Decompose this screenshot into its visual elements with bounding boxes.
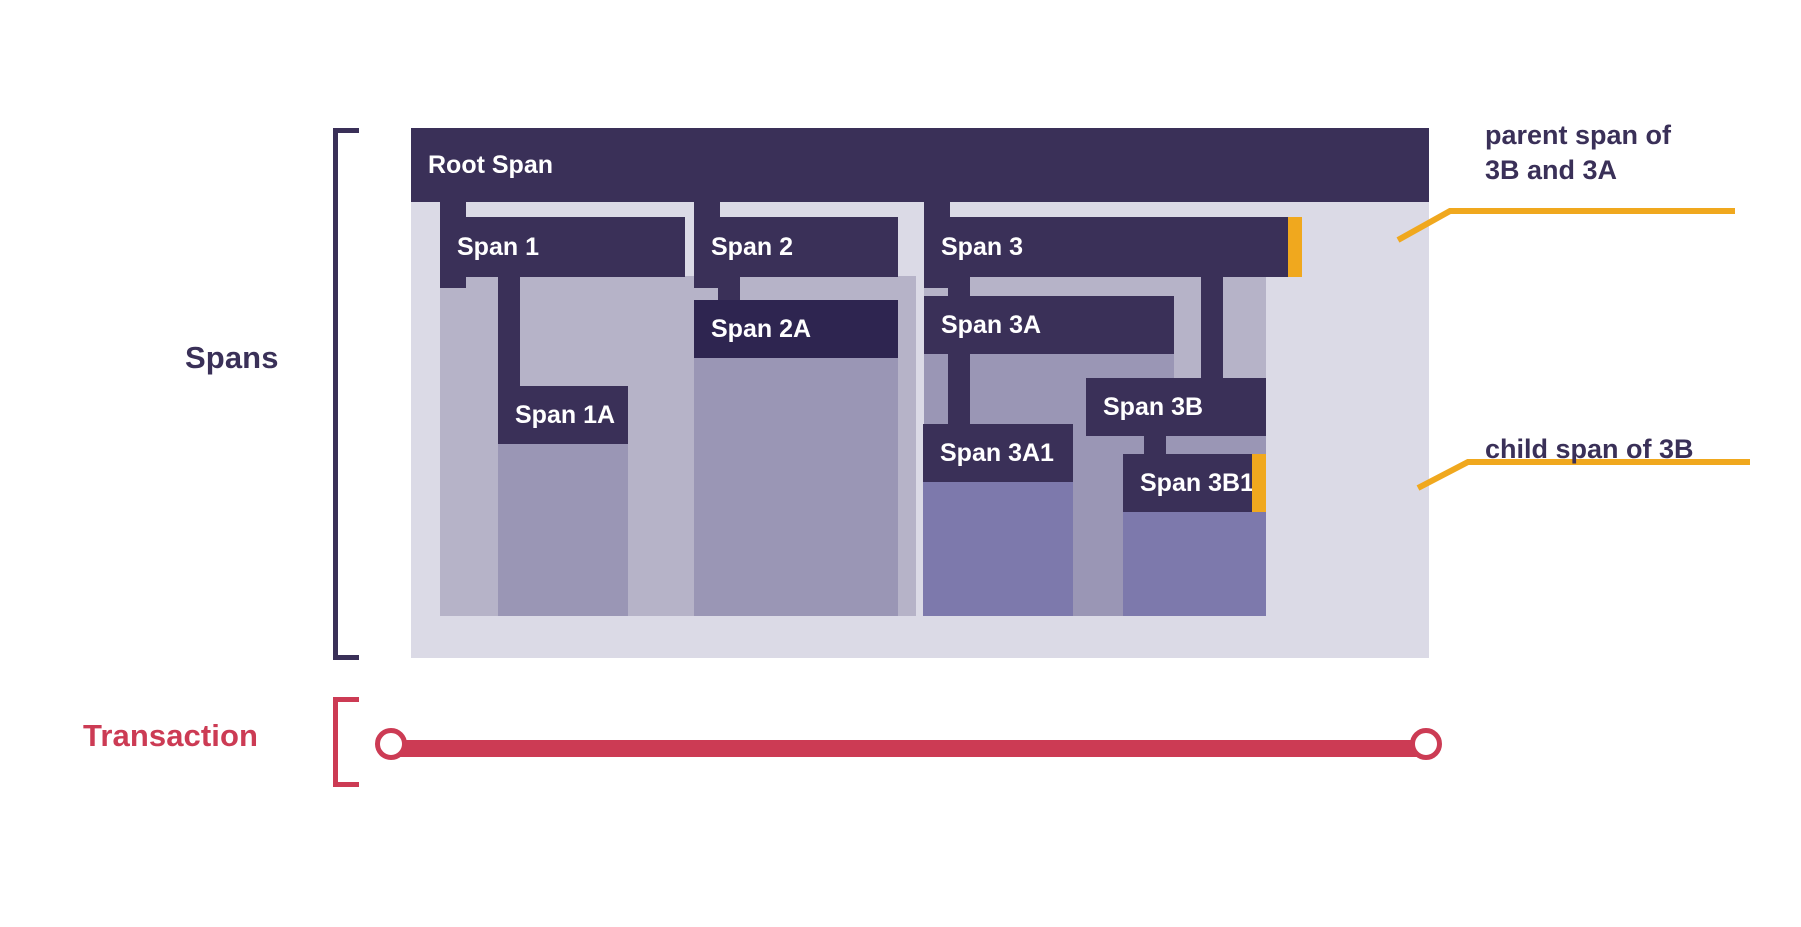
highlight-marker-parent-span — [1288, 217, 1302, 277]
bracket-spine — [333, 128, 338, 660]
highlight-marker-child-span — [1252, 454, 1266, 512]
bracket-top-arm — [333, 697, 359, 702]
span-bar-3a1[interactable]: Span 3A1 — [923, 424, 1073, 482]
span-bar-3b[interactable]: Span 3B — [1086, 378, 1266, 436]
bracket-spine — [333, 697, 338, 787]
transaction-group-label: Transaction — [83, 718, 259, 753]
bracket-top-arm — [333, 128, 359, 133]
span-bar-2a[interactable]: Span 2A — [694, 300, 898, 358]
transaction-bracket — [333, 697, 359, 787]
spans-panel: Root Span Span 1 Span 1A Span 2 Span 2A … — [411, 128, 1429, 658]
annotation-child-span: child span of 3B — [1485, 434, 1694, 464]
connector-1-to-1a — [498, 277, 520, 417]
span-bar-2[interactable]: Span 2 — [694, 217, 898, 277]
span-bar-3b1[interactable]: Span 3B1 — [1123, 454, 1266, 512]
spans-bracket — [333, 128, 359, 660]
transaction-start-dot[interactable] — [375, 728, 407, 760]
span-body-3b1 — [1123, 496, 1266, 616]
span-bar-root[interactable]: Root Span — [411, 128, 1429, 202]
span-bar-1[interactable]: Span 1 — [440, 217, 685, 277]
leader-line-parent — [1396, 208, 1735, 243]
span-body-1a — [498, 426, 628, 616]
annotation-parent-span: parent span of 3B and 3A — [1485, 120, 1672, 185]
span-bar-3[interactable]: Span 3 — [924, 217, 1302, 277]
bracket-bottom-arm — [333, 655, 359, 660]
span-body-2a — [694, 340, 898, 616]
span-body-3a1 — [923, 466, 1073, 616]
span-bar-1a[interactable]: Span 1A — [498, 386, 628, 444]
spans-group-label: Spans — [185, 340, 279, 375]
transaction-end-dot[interactable] — [1410, 728, 1442, 760]
transaction-bar[interactable] — [392, 740, 1430, 757]
bracket-bottom-arm — [333, 782, 359, 787]
span-bar-3a[interactable]: Span 3A — [924, 296, 1174, 354]
